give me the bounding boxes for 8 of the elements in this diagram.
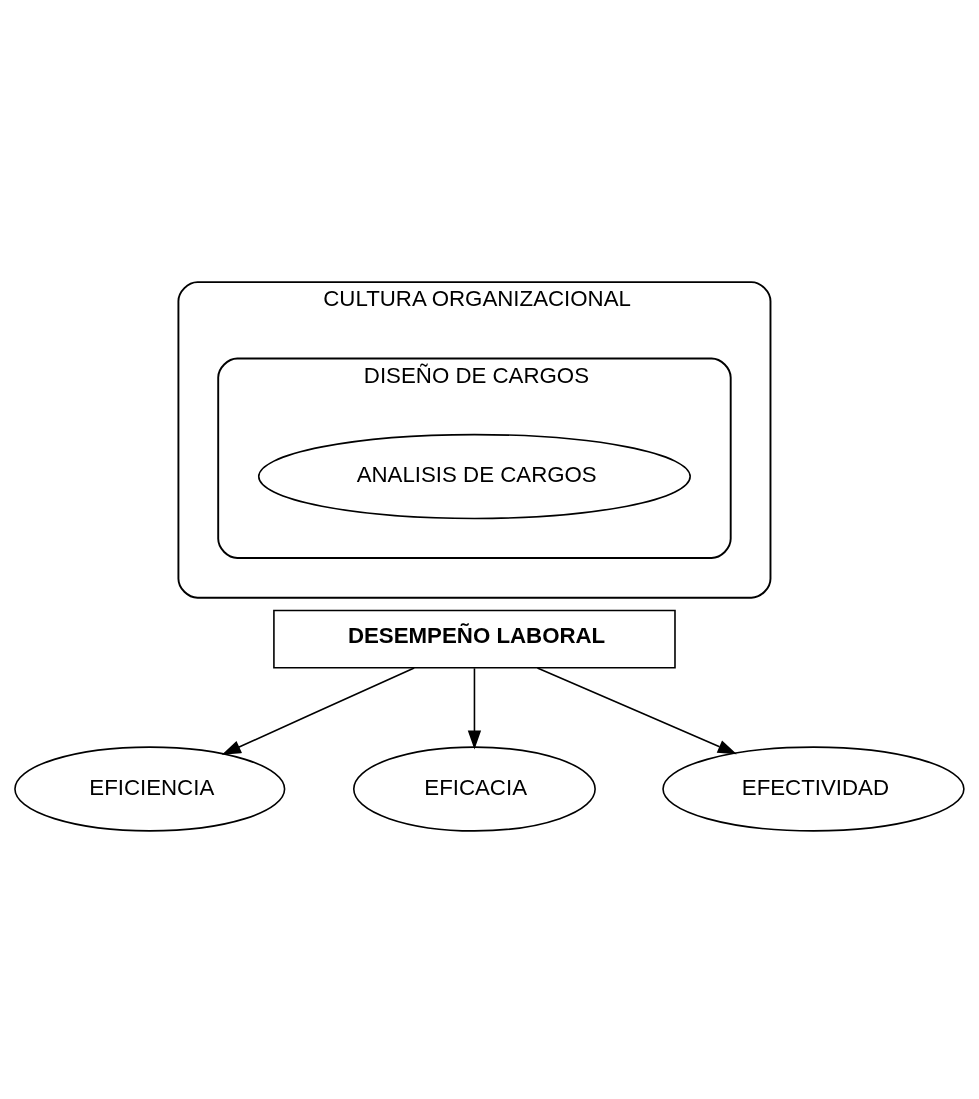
node-ellipse: EFICIENCIA xyxy=(14,745,286,832)
arrow xyxy=(467,667,482,750)
node-ellipse: EFECTIVIDAD xyxy=(662,745,965,832)
arrow xyxy=(221,666,415,755)
node-ellipse: EFICACIA xyxy=(353,745,596,832)
arrow xyxy=(536,666,737,754)
node-ellipse: ANALISIS DE CARGOS xyxy=(257,433,691,519)
node-box: DESEMPEÑO LABORAL xyxy=(273,609,676,669)
